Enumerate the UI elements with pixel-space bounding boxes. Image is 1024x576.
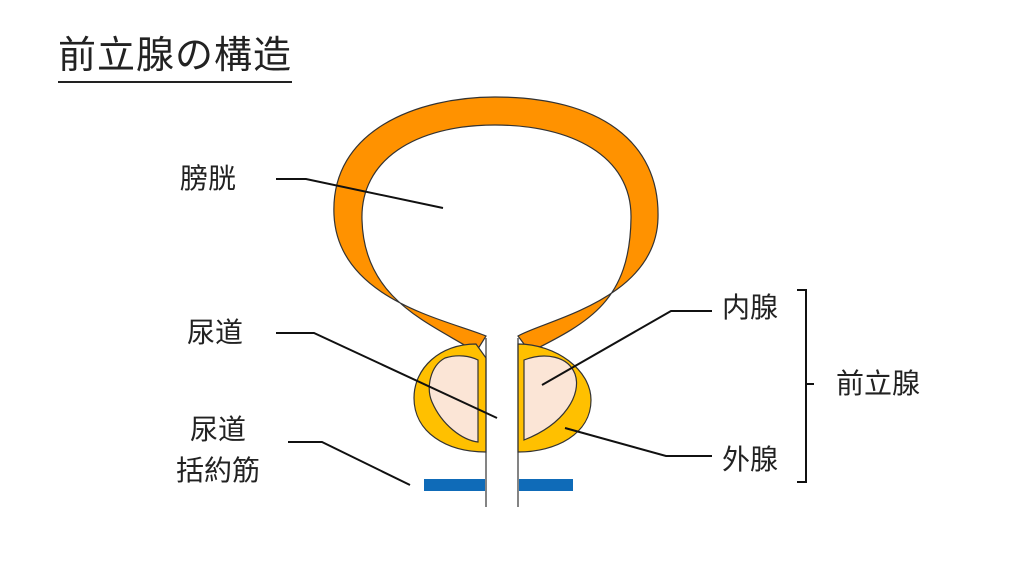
label-inner-gland: 内腺 bbox=[722, 291, 779, 324]
leader-sphincter bbox=[288, 441, 411, 486]
leader-urethra bbox=[276, 332, 498, 419]
prostate-bracket bbox=[797, 289, 814, 483]
leader-outer-gland bbox=[564, 427, 712, 457]
inner-gland-right bbox=[523, 355, 577, 441]
sphincter-left bbox=[424, 479, 485, 491]
label-bladder: 膀胱 bbox=[180, 162, 237, 195]
label-sphincter-line1: 尿道 bbox=[190, 413, 247, 446]
leader-inner-gland bbox=[541, 310, 712, 386]
label-sphincter-line2: 括約筋 bbox=[176, 454, 261, 487]
label-urethra: 尿道 bbox=[187, 316, 244, 349]
bladder-wall bbox=[333, 96, 659, 353]
leader-bladder bbox=[276, 178, 444, 209]
sphincter-right bbox=[519, 479, 573, 491]
label-prostate: 前立腺 bbox=[836, 367, 921, 400]
label-outer-gland: 外腺 bbox=[722, 443, 779, 476]
page-title: 前立腺の構造 bbox=[58, 30, 293, 83]
